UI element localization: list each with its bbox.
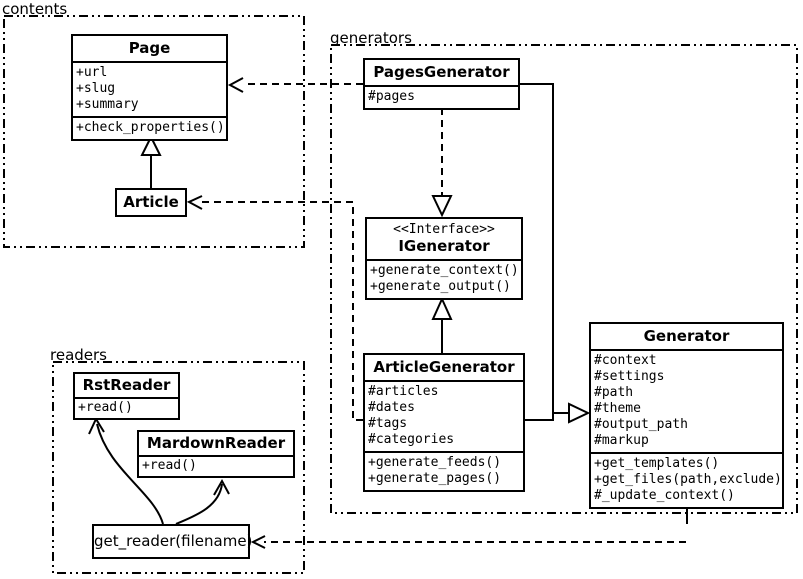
- attribute: +summary: [76, 97, 139, 112]
- class-igenerator: <<Interface>> IGenerator +generate_conte…: [365, 217, 523, 300]
- class-page: Page +url +slug +summary +check_properti…: [71, 34, 228, 141]
- package-label-generators: generators: [330, 29, 412, 47]
- method: +generate_output(): [370, 279, 511, 294]
- edge-generators-inherit-generator: [520, 83, 591, 424]
- attribute: #categories: [368, 432, 455, 447]
- class-igenerator-header: <<Interface>> IGenerator: [367, 219, 521, 259]
- class-igenerator-methods: +generate_context() +generate_output(): [367, 259, 521, 298]
- class-rstreader: RstReader +read(): [73, 372, 180, 420]
- attribute: #markup: [594, 433, 649, 448]
- edge-pagesgenerator-depends-page: [227, 77, 363, 93]
- edge-articlegenerator-depends-article: [186, 195, 363, 421]
- package-frame-readers: [52, 361, 305, 574]
- attribute: #articles: [368, 384, 439, 399]
- class-markdownreader: MardownReader +read(): [137, 430, 295, 478]
- package-label-readers: readers: [50, 346, 107, 364]
- method: +generate_context(): [370, 263, 519, 278]
- method: +check_properties(): [76, 120, 225, 135]
- attribute: #tags: [368, 416, 408, 431]
- attribute: #settings: [594, 369, 665, 384]
- class-articlegenerator: ArticleGenerator #articles #dates #tags …: [363, 353, 525, 492]
- class-rstreader-title: RstReader: [82, 376, 171, 394]
- class-pagesgenerator: PagesGenerator #pages: [363, 58, 520, 110]
- class-igenerator-stereotype: <<Interface>>: [393, 222, 495, 237]
- edge-pagesgenerator-realizes-igenerator: [431, 108, 453, 218]
- attribute: #theme: [594, 401, 641, 416]
- method: +read(): [78, 400, 133, 415]
- class-rstreader-methods: +read(): [75, 397, 178, 418]
- class-article: Article: [115, 188, 187, 217]
- attribute: #dates: [368, 400, 415, 415]
- class-generator-attributes: #context #settings #path #theme #output_…: [591, 349, 782, 452]
- package-frame-generators: [330, 44, 798, 514]
- class-generator-title: Generator: [643, 327, 730, 345]
- method: +generate_feeds(): [368, 455, 502, 470]
- attribute: #output_path: [594, 417, 688, 432]
- class-markdownreader-methods: +read(): [139, 455, 293, 476]
- attribute: #path: [594, 385, 634, 400]
- method: +get_files(path,exclude): [594, 472, 782, 487]
- method: +get_templates(): [594, 456, 720, 471]
- class-generator-methods: +get_templates() +get_files(path,exclude…: [591, 452, 782, 507]
- class-articlegenerator-title: ArticleGenerator: [373, 358, 515, 376]
- edge-articlegenerator-inherits-igenerator: [431, 296, 453, 353]
- attribute: +slug: [76, 81, 116, 96]
- method: +generate_pages(): [368, 471, 502, 486]
- attribute: +url: [76, 65, 108, 80]
- class-articlegenerator-methods: +generate_feeds() +generate_pages(): [365, 451, 523, 490]
- class-igenerator-title: IGenerator: [398, 237, 490, 255]
- class-generator: Generator #context #settings #path #them…: [589, 322, 784, 509]
- class-pagesgenerator-attributes: #pages: [365, 85, 518, 108]
- method: #_update_context(): [594, 488, 735, 503]
- class-markdownreader-title: MardownReader: [146, 434, 286, 452]
- attribute: #pages: [368, 89, 415, 104]
- attribute: #context: [594, 353, 657, 368]
- class-article-title: Article: [123, 193, 179, 211]
- node-get-reader: get_reader(filename): [92, 524, 252, 559]
- class-articlegenerator-attributes: #articles #dates #tags #categories: [365, 380, 523, 451]
- edge-getreader-to-markdownreader: [175, 478, 230, 525]
- package-frame-contents: [3, 15, 305, 248]
- class-page-title: Page: [128, 39, 171, 57]
- class-page-methods: +check_properties(): [73, 116, 226, 139]
- class-page-attributes: +url +slug +summary: [73, 61, 226, 116]
- method: +read(): [142, 458, 197, 473]
- edge-article-inherits-page: [140, 134, 162, 188]
- package-label-contents: contents: [2, 0, 68, 18]
- class-pagesgenerator-title: PagesGenerator: [373, 63, 510, 81]
